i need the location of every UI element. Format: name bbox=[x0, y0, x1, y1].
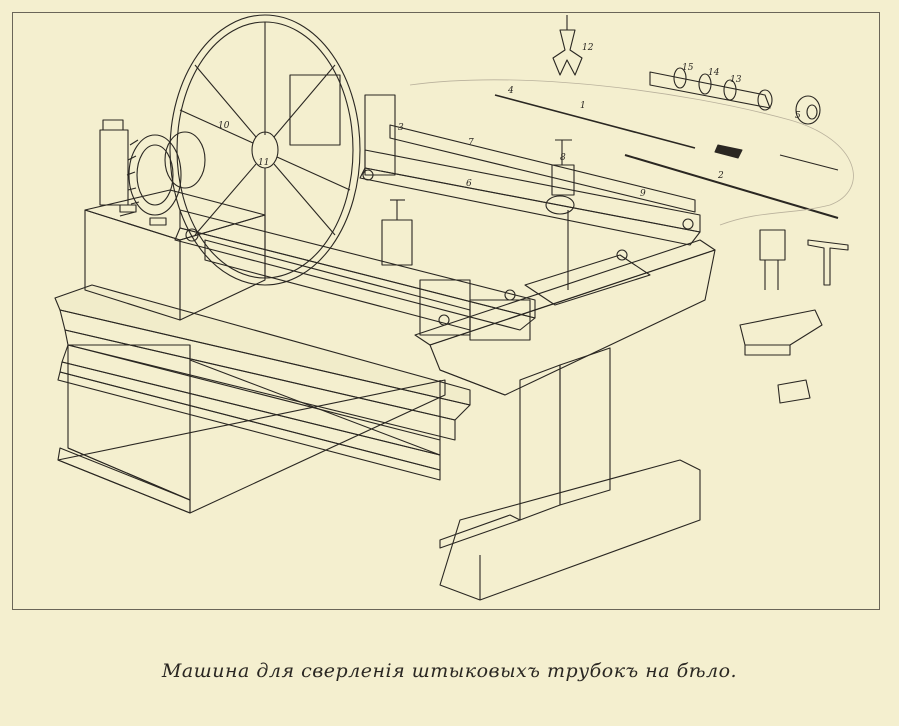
label-13: 13 bbox=[730, 75, 742, 85]
bevel-gear bbox=[99, 119, 206, 216]
label-12: 12 bbox=[582, 43, 594, 53]
pencil-sketch-line bbox=[409, 79, 854, 226]
label-1: 1 bbox=[580, 101, 586, 111]
figure-numbers: 12 15 14 13 5 4 1 2 3 7 6 8 9 10 11 bbox=[218, 43, 801, 199]
label-4: 4 bbox=[507, 86, 514, 96]
label-5: 5 bbox=[795, 111, 801, 121]
plate-border bbox=[12, 12, 880, 610]
main-rails bbox=[174, 74, 701, 341]
label-11: 11 bbox=[258, 158, 269, 168]
label-9: 9 bbox=[640, 189, 646, 199]
label-14: 14 bbox=[708, 68, 720, 78]
label-15: 15 bbox=[682, 63, 694, 73]
label-10: 10 bbox=[218, 121, 230, 131]
label-8: 8 bbox=[560, 153, 566, 163]
loose-parts bbox=[494, 15, 849, 404]
flywheel bbox=[169, 14, 361, 286]
label-7: 7 bbox=[468, 138, 474, 148]
plate-caption: Машина для сверленія штыковыхъ трубокъ н… bbox=[161, 660, 738, 682]
label-2: 2 bbox=[717, 171, 724, 181]
label-6: 6 bbox=[466, 179, 472, 189]
right-table bbox=[381, 139, 716, 601]
left-pedestal bbox=[54, 284, 471, 514]
label-3: 3 bbox=[398, 123, 404, 133]
